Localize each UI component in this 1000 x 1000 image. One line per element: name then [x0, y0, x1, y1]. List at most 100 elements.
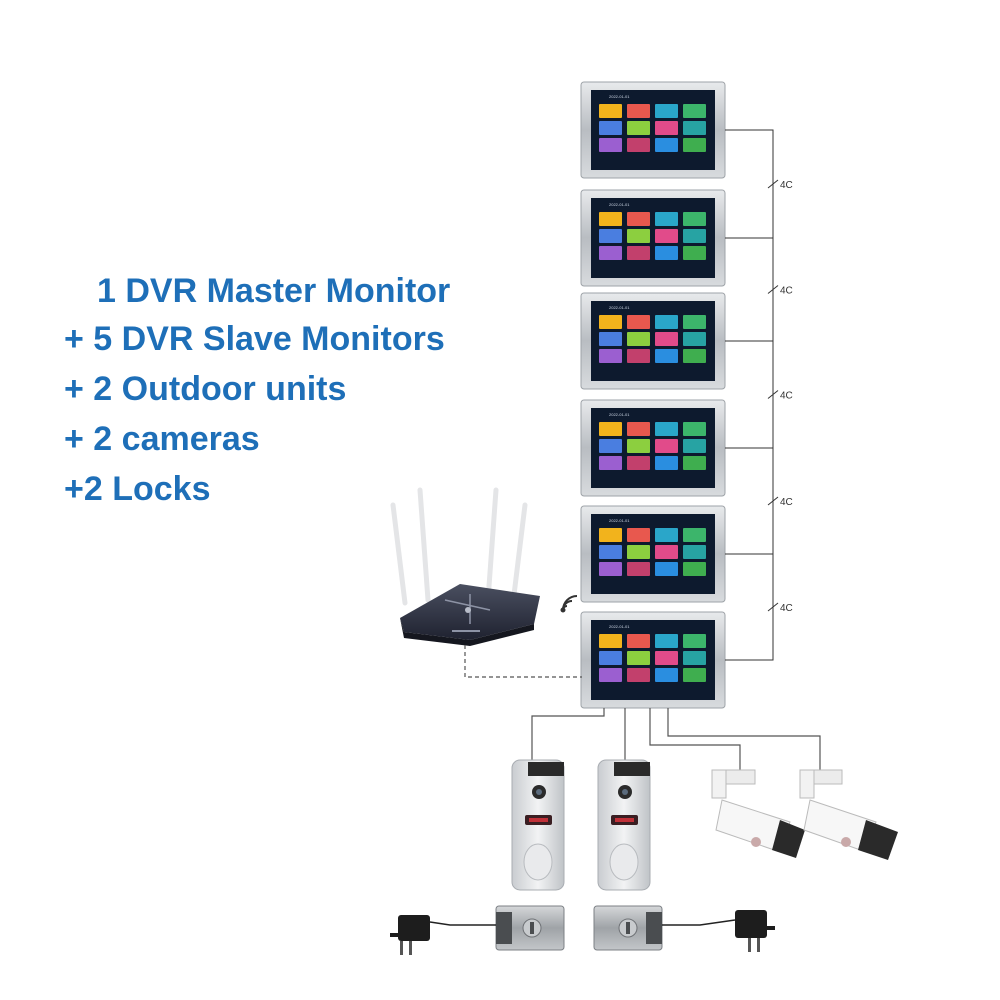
monitor-app-tile — [599, 246, 622, 260]
monitor-app-tile — [655, 651, 678, 665]
camera-icon — [711, 769, 805, 858]
monitor-app-tile — [599, 121, 622, 135]
monitor-app-tile — [655, 229, 678, 243]
monitor-app-tile — [683, 121, 706, 135]
monitor-app-tile — [627, 104, 650, 118]
monitor-app-tile — [599, 315, 622, 329]
monitor-app-tile — [627, 349, 650, 363]
monitor-app-tile — [655, 528, 678, 542]
caption-line-2: + 5 DVR Slave Monitors — [64, 320, 445, 358]
monitor-status-text: 2022-01-01 — [609, 412, 630, 417]
monitor-app-tile — [599, 229, 622, 243]
monitor-app-tile — [627, 456, 650, 470]
monitor-app-tile — [627, 422, 650, 436]
monitor-app-tile — [655, 315, 678, 329]
monitor-app-tile — [683, 562, 706, 576]
wifi-icon — [560, 595, 578, 613]
cable-label: 4C — [780, 497, 793, 508]
monitor-app-tile — [599, 668, 622, 682]
monitor-app-tile — [655, 439, 678, 453]
outdoor-unit-icon — [511, 759, 565, 891]
slave-monitor: 2022-01-01 — [580, 81, 726, 179]
monitor-cable: 4C — [725, 447, 793, 555]
monitor-app-tile — [655, 456, 678, 470]
monitor-cable: 4C — [725, 129, 793, 239]
monitor-app-tile — [627, 528, 650, 542]
monitor-app-tile — [683, 651, 706, 665]
monitor-app-tile — [627, 545, 650, 559]
monitor-app-tile — [683, 456, 706, 470]
monitor-status-text: 2022-01-01 — [609, 624, 630, 629]
monitor-status-text: 2022-01-01 — [609, 202, 630, 207]
monitor-cable: 4C — [725, 237, 793, 342]
monitor-app-tile — [599, 562, 622, 576]
monitor-app-tile — [683, 349, 706, 363]
monitor-app-tile — [627, 315, 650, 329]
monitor-app-tile — [599, 528, 622, 542]
monitor-app-tile — [627, 138, 650, 152]
monitor-app-tile — [683, 315, 706, 329]
monitor-status-text: 2022-01-01 — [609, 94, 630, 99]
monitor-app-tile — [683, 439, 706, 453]
monitor-app-tile — [599, 349, 622, 363]
monitor-app-tile — [683, 229, 706, 243]
caption-line-3: + 2 Outdoor units — [64, 370, 346, 408]
monitor-app-tile — [627, 332, 650, 346]
router-network-cable — [464, 645, 582, 678]
monitor-app-tile — [655, 212, 678, 226]
monitor-app-tile — [683, 668, 706, 682]
monitor-app-tile — [627, 121, 650, 135]
monitor-app-tile — [683, 545, 706, 559]
slave-monitor: 2022-01-01 — [580, 292, 726, 390]
monitor-app-tile — [655, 104, 678, 118]
monitor-app-tile — [655, 332, 678, 346]
cable-label: 4C — [780, 286, 793, 297]
cable-connections: 4C 4C 4C 4C 4C — [725, 129, 793, 661]
monitor-app-tile — [655, 138, 678, 152]
cable-label: 4C — [780, 180, 793, 191]
monitor-app-tile — [599, 456, 622, 470]
monitor-cable: 4C — [725, 553, 793, 661]
monitor-app-tile — [655, 634, 678, 648]
lock-icon — [495, 905, 565, 951]
slave-monitor: 2022-01-01 — [580, 399, 726, 497]
monitor-app-tile — [683, 422, 706, 436]
monitor-app-tile — [655, 246, 678, 260]
monitor-app-tile — [599, 634, 622, 648]
monitor-app-tile — [599, 651, 622, 665]
monitor-app-tile — [599, 545, 622, 559]
monitor-app-tile — [683, 212, 706, 226]
caption-line-4: + 2 cameras — [64, 420, 260, 458]
monitor-status-text: 2022-01-01 — [609, 305, 630, 310]
power-adapter-icon — [390, 915, 430, 955]
monitor-app-tile — [627, 229, 650, 243]
monitor-app-tile — [627, 562, 650, 576]
monitor-app-tile — [655, 562, 678, 576]
cable-label: 4C — [780, 603, 793, 614]
monitor-app-tile — [627, 651, 650, 665]
monitor-app-tile — [599, 138, 622, 152]
monitor-app-tile — [627, 634, 650, 648]
router-icon — [390, 487, 540, 646]
lock-icon — [593, 905, 663, 951]
device-wiring — [531, 708, 821, 775]
slave-monitor: 2022-01-01 — [580, 505, 726, 603]
master-monitor: 2022-01-01 — [580, 611, 726, 709]
power-cables — [429, 919, 736, 926]
slave-monitor: 2022-01-01 — [580, 189, 726, 287]
monitor-app-tile — [599, 439, 622, 453]
monitor-app-tile — [655, 121, 678, 135]
monitor-app-tile — [683, 332, 706, 346]
monitor-app-tile — [683, 246, 706, 260]
cable-label: 4C — [780, 391, 793, 402]
monitor-app-tile — [683, 528, 706, 542]
monitor-app-tile — [655, 349, 678, 363]
monitor-app-tile — [599, 332, 622, 346]
monitor-app-tile — [627, 246, 650, 260]
monitor-app-tile — [655, 545, 678, 559]
monitor-app-tile — [599, 212, 622, 226]
monitor-cable: 4C — [725, 340, 793, 449]
monitor-app-tile — [627, 439, 650, 453]
